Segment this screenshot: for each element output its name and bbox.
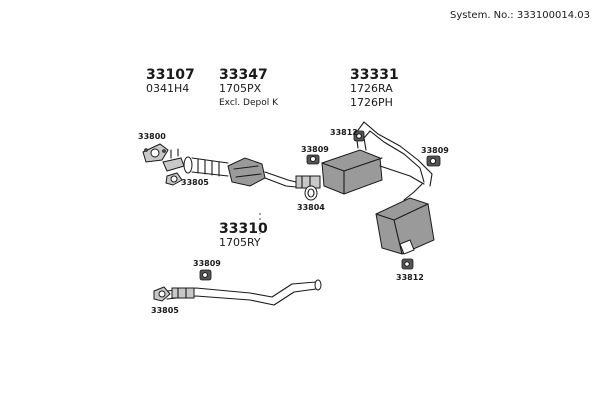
clamp-33809-mid[interactable] xyxy=(306,154,320,165)
part-label: 33809 xyxy=(421,146,449,155)
mid-pipe-33310[interactable] xyxy=(166,279,322,306)
gasket-33805[interactable] xyxy=(165,172,183,186)
gasket-33800[interactable] xyxy=(142,143,169,163)
group-note: Excl. Depol K xyxy=(219,98,278,108)
group-number: 33310 xyxy=(219,221,268,237)
part-label: 33809 xyxy=(301,145,329,154)
part-label: 33812 xyxy=(330,128,358,137)
group-code: 1705RY xyxy=(219,236,261,249)
group-code: 1726RA xyxy=(350,82,393,95)
centre-muffler[interactable] xyxy=(321,121,433,195)
part-label: 33805 xyxy=(181,178,209,187)
part-label: 33812 xyxy=(396,273,424,282)
system-number: System. No.: 333100014.03 xyxy=(450,10,590,21)
clamp-33809-right[interactable] xyxy=(426,155,441,167)
part-label: 33805 xyxy=(151,306,179,315)
clamp-33809-bottom[interactable] xyxy=(199,269,212,281)
rear-muffler[interactable] xyxy=(375,183,435,255)
group-code: 0341H4 xyxy=(146,82,190,95)
group-number: 33331 xyxy=(350,67,399,83)
part-label: 33809 xyxy=(193,259,221,268)
group-33107: 33107 0341H4 xyxy=(146,68,195,96)
group-code-2: 1726PH xyxy=(350,96,393,109)
ring-33804[interactable] xyxy=(304,185,318,201)
hanger-33812-top[interactable] xyxy=(353,130,365,142)
gasket-33805-bottom[interactable] xyxy=(153,286,171,302)
group-33331: 33331 1726RA 1726PH xyxy=(350,68,399,110)
connector-pipe[interactable] xyxy=(295,175,321,189)
group-number: 33107 xyxy=(146,67,195,83)
group-number: 33347 xyxy=(219,67,268,83)
hanger-33812-bottom[interactable] xyxy=(401,258,414,270)
group-code: 1705PX xyxy=(219,82,262,95)
catalytic-converter[interactable] xyxy=(191,157,297,188)
part-label: 33800 xyxy=(138,132,166,141)
group-33347: 33347 1705PX Excl. Depol K xyxy=(219,68,278,110)
part-label: 33804 xyxy=(297,203,325,212)
group-33310: 33310 1705RY xyxy=(219,222,268,250)
front-pipe[interactable] xyxy=(162,148,193,174)
